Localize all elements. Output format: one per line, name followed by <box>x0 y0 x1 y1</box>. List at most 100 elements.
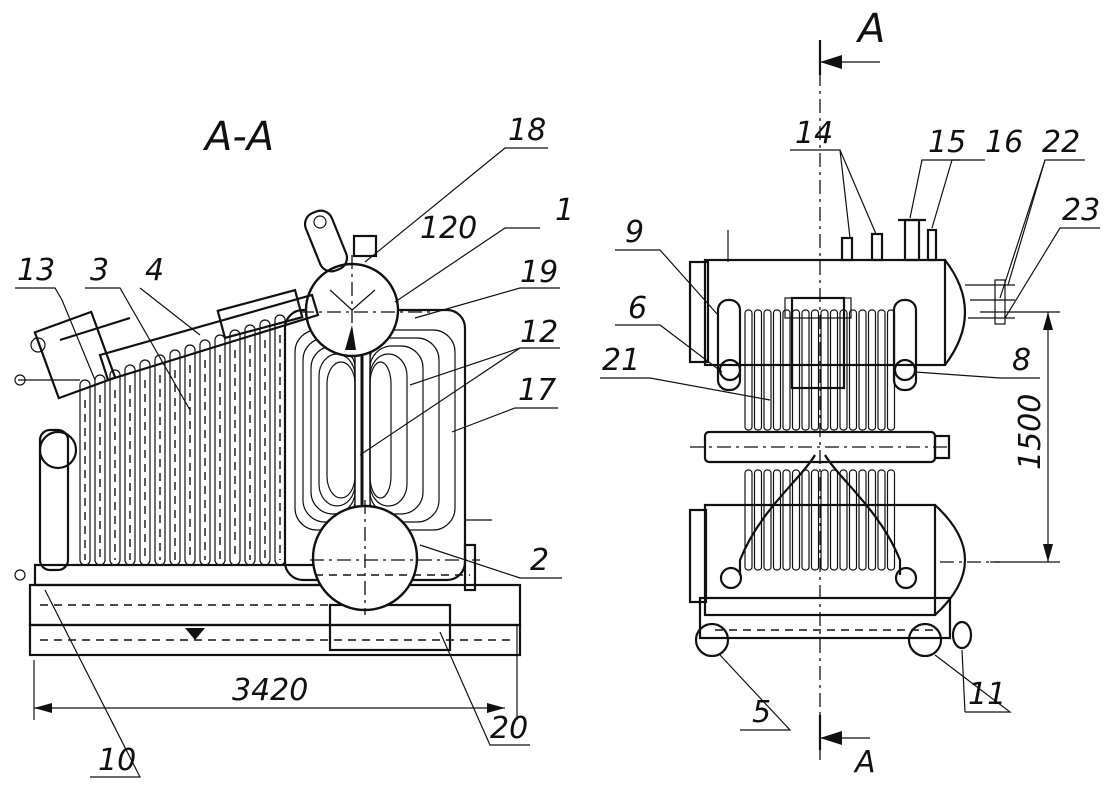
drum-arrow <box>345 325 356 350</box>
tube-upper <box>801 309 810 431</box>
label-angle-120: 120 <box>420 211 477 246</box>
label-20: 20 <box>490 711 528 746</box>
screen-tube <box>94 374 106 566</box>
left-header-circle <box>38 430 78 470</box>
lower-drum-flange <box>463 543 477 592</box>
dim-arrow-right <box>487 703 505 713</box>
tube-upper <box>772 309 782 431</box>
label-10: 10 <box>98 743 136 778</box>
dim-h-arrow-top <box>1043 312 1053 330</box>
angle-ray-1 <box>329 289 353 311</box>
tube-lower <box>886 469 896 571</box>
leader-1 <box>394 227 540 303</box>
leader-3 <box>85 287 191 411</box>
right-lower-flange <box>688 508 708 604</box>
leader-13 <box>15 287 96 381</box>
coil-left <box>318 353 356 507</box>
dimension-length: 3420 <box>33 625 518 720</box>
right-view-leaders <box>600 149 1100 731</box>
tube-upper <box>810 309 820 431</box>
right-upper-flange <box>688 260 710 364</box>
tube-upper <box>848 309 858 431</box>
angle-ray-2 <box>351 289 376 311</box>
tube-lower <box>744 469 753 571</box>
screen-tube <box>169 349 181 566</box>
lower-collector-left <box>719 566 743 590</box>
label-14: 14 <box>795 116 833 151</box>
label-17: 17 <box>518 373 556 408</box>
section-arrow-bottom <box>820 731 842 745</box>
tube-lower <box>839 469 848 571</box>
tube-lower <box>848 469 858 571</box>
tube-lower <box>858 469 867 571</box>
section-arrow-top <box>820 55 842 69</box>
feed-pipe-right <box>824 454 902 575</box>
screen-tube <box>79 379 91 566</box>
tube-upper <box>753 309 763 431</box>
label-8: 8 <box>1012 343 1031 378</box>
tube-upper <box>782 309 791 431</box>
label-23: 23 <box>1062 193 1100 228</box>
burner-body <box>33 310 117 400</box>
label-9: 9 <box>625 215 644 250</box>
leader-23 <box>1004 227 1100 319</box>
tube-lower <box>772 469 782 571</box>
inclined-pipe <box>98 293 320 382</box>
screen-tube <box>259 319 271 566</box>
tube-upper <box>763 309 772 431</box>
tube-upper <box>744 309 753 431</box>
screen-tube <box>244 324 256 566</box>
label-3: 3 <box>90 253 109 288</box>
tube-lower <box>763 469 772 571</box>
nozzle-15 <box>903 218 921 262</box>
right-upper-drum-end <box>944 259 967 366</box>
wheel-5 <box>694 622 730 658</box>
tube-upper <box>820 309 829 431</box>
section-title: A-A <box>202 114 274 160</box>
leader-20 <box>439 631 530 746</box>
valve-bolt <box>313 215 327 229</box>
tube-lower <box>753 469 763 571</box>
feed-pipe-left <box>738 454 816 575</box>
tube-lower <box>867 469 877 571</box>
collector-8 <box>893 358 917 382</box>
label-19: 19 <box>520 255 558 290</box>
nozzle-16 <box>926 228 938 262</box>
screen-tubes <box>79 314 286 566</box>
leader-9 <box>615 249 719 316</box>
screen-tube <box>109 369 121 566</box>
label-16: 16 <box>985 125 1023 160</box>
leader-12b <box>359 347 521 456</box>
label-15: 15 <box>928 125 966 160</box>
collector-plug <box>14 569 26 581</box>
leader-14b <box>839 149 877 235</box>
leader-15 <box>909 159 960 219</box>
drum-nozzle <box>352 234 378 258</box>
safety-valve <box>303 209 349 273</box>
leader-6 <box>615 324 723 373</box>
coil-right <box>369 361 392 499</box>
base-frame-lower <box>28 623 522 657</box>
section-mark-top: A <box>855 6 885 52</box>
leader-19 <box>414 287 560 319</box>
leader-18 <box>364 147 548 263</box>
fitting-block <box>994 279 1006 325</box>
left-view-section <box>14 209 522 657</box>
label-5: 5 <box>752 695 771 730</box>
dimension-height-text: 1500 <box>1013 394 1048 470</box>
tube-upper <box>858 309 867 431</box>
leader-2 <box>419 544 562 579</box>
coil-left <box>326 361 356 499</box>
screen-tube <box>184 344 196 566</box>
label-22: 22 <box>1042 125 1080 160</box>
leader-21 <box>600 377 771 401</box>
tube-lower <box>791 469 801 571</box>
screen-tube <box>214 334 226 566</box>
left-view-leaders <box>15 147 562 778</box>
dim-h-arrow-bottom <box>1043 544 1053 562</box>
tube-lower <box>820 469 829 571</box>
leader-4 <box>139 287 201 336</box>
leader-11a <box>934 654 1012 713</box>
label-1: 1 <box>555 193 574 228</box>
leader-5 <box>719 654 792 731</box>
